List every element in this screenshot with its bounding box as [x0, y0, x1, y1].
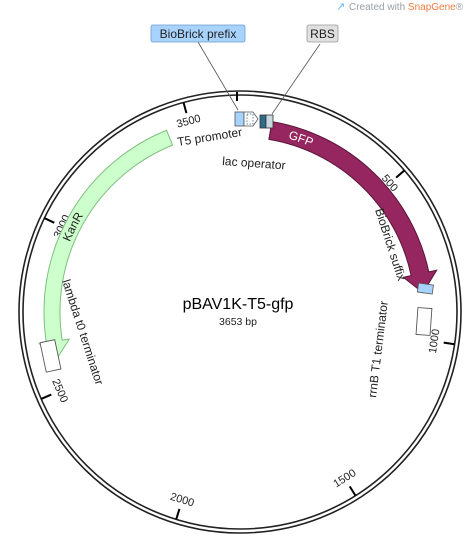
rbs-callout-box [306, 24, 339, 43]
tick-2000 [175, 508, 181, 520]
tick-label-2500: 2500 [49, 377, 70, 404]
watermark-mark: ® [456, 2, 464, 13]
tick-1000 [443, 341, 455, 346]
biobrick-prefix-callout[interactable]: BioBrick prefix [150, 24, 246, 43]
rbs-block[interactable] [259, 114, 267, 129]
backbone-inner [22, 94, 458, 530]
backbone [18, 90, 462, 534]
kanr-feature[interactable]: KanR [38, 129, 174, 359]
biobrick-prefix-label: BioBrick prefix [160, 27, 237, 41]
plasmid-length: 3653 bp [219, 316, 257, 328]
t5-promoter-arrow[interactable] [243, 111, 259, 127]
watermark-brand: SnapGene [408, 2, 456, 13]
biobrick-suffix-block[interactable] [416, 282, 434, 295]
biobrick-prefix-block[interactable] [234, 111, 245, 127]
tick-3000 [43, 217, 55, 224]
rbs-callout[interactable]: RBS [306, 24, 339, 43]
tick-label-2000: 2000 [169, 491, 196, 510]
callout-leaders [197, 41, 321, 115]
rbs-spacer-block[interactable] [265, 114, 274, 129]
rrnb-t1-block[interactable] [415, 307, 433, 336]
watermark-prefix: Created with [349, 2, 408, 13]
gfp-arrow[interactable] [268, 121, 438, 294]
lambda-t0-label: lambda t0 terminator [59, 278, 106, 387]
tick-label-3500: 3500 [175, 113, 202, 131]
kanr-arrow[interactable] [38, 129, 174, 359]
biobrick-prefix-callout-box [150, 24, 246, 43]
snapgene-logo-icon: ↗ [336, 0, 345, 13]
lac-operator-block[interactable] [246, 113, 254, 125]
lambda-t0-block[interactable] [39, 339, 62, 373]
tick-1500 [348, 485, 357, 497]
snapgene-watermark: ↗ Created with SnapGene® [336, 0, 464, 13]
plasmid-name: pBAV1K-T5-gfp [183, 296, 294, 313]
tick-3500 [182, 102, 188, 114]
watermark-text: Created with SnapGene® [349, 2, 464, 13]
tick-2500 [40, 393, 52, 400]
top-features [234, 92, 274, 129]
lac-operator-label: lac operator [222, 154, 286, 172]
tick-label-1000: 1000 [427, 328, 443, 354]
rrnb-t1-label: rrnB T1 terminator [365, 300, 391, 398]
tick-label-1500: 1500 [331, 467, 358, 490]
tick-500 [395, 169, 406, 179]
backbone-outer [18, 90, 462, 534]
gfp-feature[interactable]: GFP [268, 121, 438, 294]
rbs-label: RBS [310, 27, 335, 41]
